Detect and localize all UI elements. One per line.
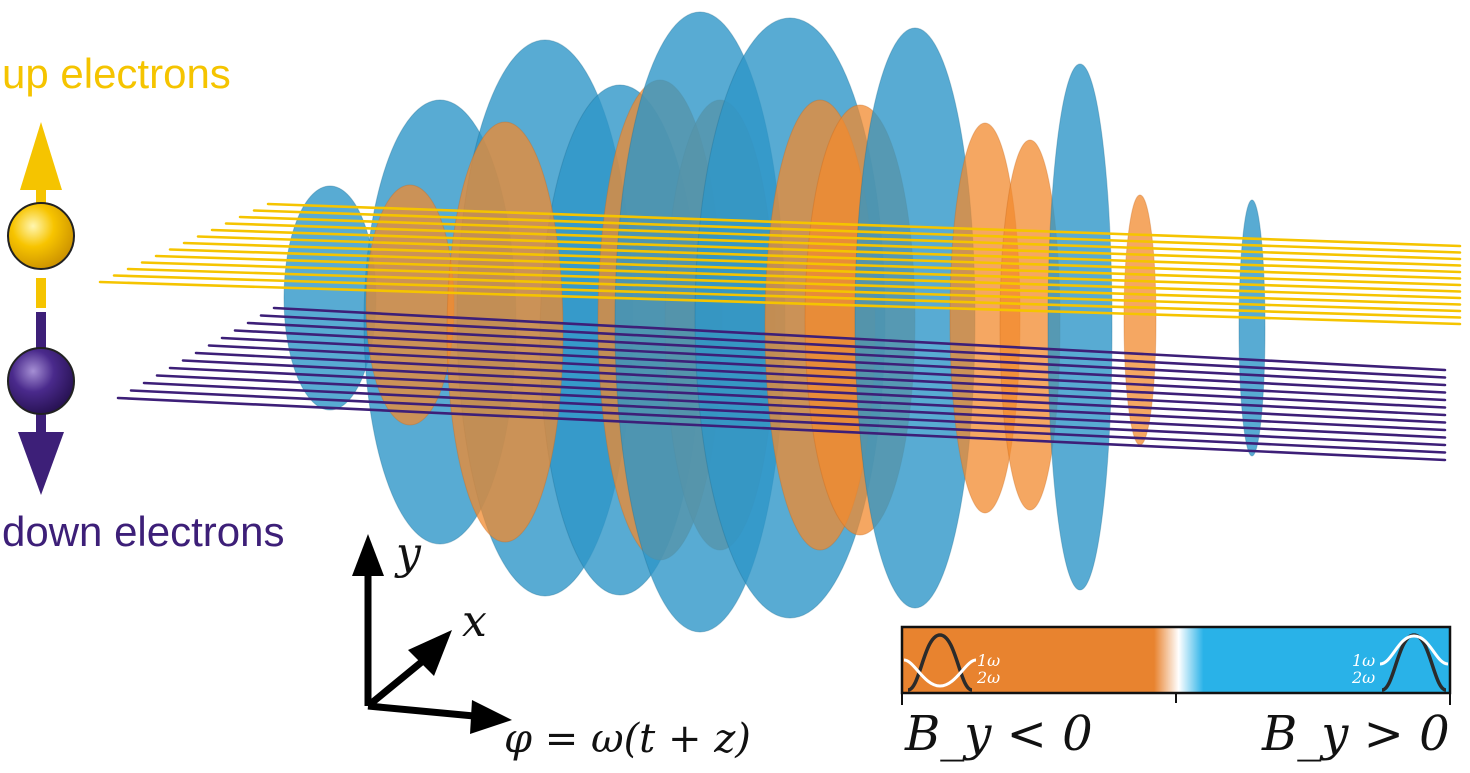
electron-trajectories: [98, 202, 1462, 462]
up-trajectory: [126, 267, 1462, 313]
field-slice-positive: [1047, 63, 1113, 591]
up-trajectory: [140, 261, 1462, 306]
down-trajectory: [116, 396, 1447, 462]
down-electron-icon: [7, 347, 75, 415]
colorbar-left-label: B_y < 0: [905, 706, 1093, 762]
inset-left-legend: 1ω 2ω: [977, 652, 1000, 686]
up-trajectory: [210, 228, 1462, 274]
up-trajectory: [98, 280, 1462, 326]
phase-equation: φ = ω(t + z): [504, 716, 751, 762]
down-trajectory: [129, 389, 1447, 454]
down-trajectory: [233, 329, 1447, 394]
up-electrons-label: up electrons: [2, 50, 231, 97]
down-trajectory: [142, 381, 1447, 447]
up-trajectory: [182, 241, 1462, 287]
up-trajectory: [112, 274, 1462, 319]
colorbar-right-label: B_y > 0: [1262, 706, 1450, 762]
z-arrow-icon: [470, 700, 512, 734]
down-trajectory: [246, 321, 1447, 387]
down-trajectory: [272, 306, 1447, 372]
up-trajectory: [168, 248, 1462, 293]
down-trajectory: [194, 351, 1447, 417]
down-trajectory: [259, 314, 1447, 379]
down-trajectory: [155, 374, 1447, 439]
up-stem: [36, 278, 46, 308]
inset-right-2w: 2ω: [1352, 668, 1376, 687]
spin-up-marker: [7, 122, 75, 308]
down-electrons-label: down electrons: [2, 508, 285, 555]
inset-wave-left: [903, 633, 977, 692]
down-trajectory: [181, 359, 1447, 424]
down-trajectory: [220, 336, 1447, 402]
inset-wave-right: [1379, 633, 1449, 692]
inset-right-legend: 1ω 2ω: [1352, 652, 1375, 686]
y-axis-label: y: [396, 528, 421, 579]
spin-down-marker: [7, 312, 75, 495]
up-arrow-icon: [20, 122, 62, 190]
x-axis-line: [365, 657, 427, 709]
inset-left-1w: 1ω: [977, 651, 1001, 670]
up-trajectory: [238, 215, 1462, 261]
down-trajectory: [168, 366, 1447, 432]
up-trajectory: [196, 235, 1462, 280]
z-axis-line: [367, 702, 475, 720]
field-slices: [283, 11, 1266, 633]
colorbar: [900, 625, 1452, 705]
y-arrow-icon: [352, 534, 384, 576]
x-axis-label: x: [462, 596, 487, 647]
colorbar-gradient: [900, 625, 1452, 695]
field-slice-negative: [446, 121, 564, 543]
down-arrow-icon: [18, 432, 64, 495]
inset-left-2w: 2ω: [977, 668, 1001, 687]
up-electron-icon: [7, 202, 75, 270]
up-trajectory: [224, 222, 1462, 267]
up-trajectory: [252, 209, 1462, 254]
up-trajectory: [154, 254, 1462, 300]
down-trajectory: [207, 344, 1447, 409]
x-arrow-icon: [408, 630, 452, 676]
axis-triad: [352, 534, 512, 734]
inset-right-1w: 1ω: [1352, 651, 1376, 670]
up-trajectory: [266, 202, 1462, 248]
